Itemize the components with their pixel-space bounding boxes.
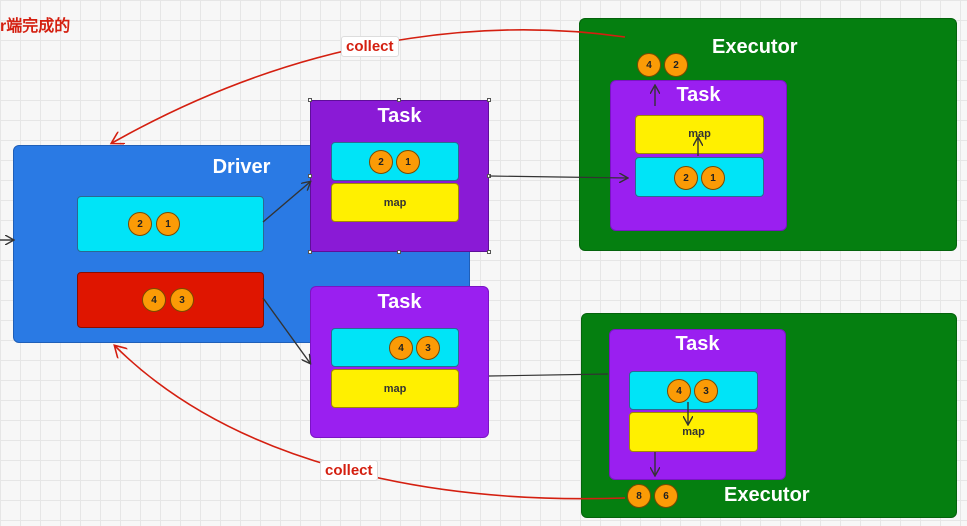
task-title: Task <box>377 291 422 313</box>
selection-handle[interactable] <box>487 98 491 102</box>
executor-task[interactable]: Task 4 3 map <box>609 329 786 480</box>
map-block[interactable]: map <box>331 369 459 408</box>
selection-handle[interactable] <box>397 98 401 102</box>
task-box-bottom[interactable]: Task 4 3 map <box>310 286 489 438</box>
executor-title: Executor <box>712 36 798 58</box>
map-label: map <box>383 383 407 395</box>
data-circle: 3 <box>694 379 718 403</box>
task-partition[interactable]: 4 3 <box>629 371 758 410</box>
map-block[interactable]: map <box>635 115 764 154</box>
data-circle: 1 <box>156 212 180 236</box>
corner-text: r端完成的 <box>0 18 71 35</box>
driver-partition-b[interactable]: 4 3 <box>77 272 264 328</box>
task-title: Task <box>675 333 720 355</box>
collect-label-bottom: collect <box>320 460 378 481</box>
map-label: map <box>682 426 705 438</box>
data-circle: 4 <box>389 336 413 360</box>
driver-to-task-top-arrow <box>262 182 310 223</box>
task-partition[interactable]: 2 1 <box>635 157 764 197</box>
data-circle: 2 <box>674 166 698 190</box>
selection-handle[interactable] <box>487 250 491 254</box>
data-circle: 2 <box>369 150 393 174</box>
task-title: Task <box>377 105 422 127</box>
data-circle: 3 <box>416 336 440 360</box>
task-partition[interactable]: 4 3 <box>331 328 459 367</box>
selection-handle[interactable] <box>397 250 401 254</box>
driver-to-task-bottom-arrow <box>262 297 310 363</box>
result-circle: 2 <box>664 53 688 77</box>
driver-title: Driver <box>212 156 271 178</box>
data-circle: 4 <box>667 379 691 403</box>
executor-box-top[interactable]: Executor 4 2 Task map 2 1 <box>579 18 957 251</box>
data-circle: 1 <box>396 150 420 174</box>
map-label: map <box>383 197 407 209</box>
task-title: Task <box>676 84 721 106</box>
map-block[interactable]: map <box>629 412 758 452</box>
driver-partition-a[interactable]: 2 1 <box>77 196 264 252</box>
data-circle: 1 <box>701 166 725 190</box>
executor-title: Executor <box>724 484 810 506</box>
selection-handle[interactable] <box>308 98 312 102</box>
data-circle: 2 <box>128 212 152 236</box>
data-circle: 3 <box>170 288 194 312</box>
task-partition[interactable]: 2 1 <box>331 142 459 181</box>
collect-label-top: collect <box>341 36 399 57</box>
task-to-executor-top-arrow <box>488 176 627 178</box>
task-to-executor-bottom-line <box>488 373 609 377</box>
result-circle: 6 <box>654 484 678 508</box>
map-block[interactable]: map <box>331 183 459 222</box>
selection-handle[interactable] <box>308 250 312 254</box>
data-circle: 4 <box>142 288 166 312</box>
executor-task[interactable]: Task map 2 1 <box>610 80 787 231</box>
result-circle: 4 <box>637 53 661 77</box>
selection-handle[interactable] <box>308 174 312 178</box>
collect-arrow-top <box>112 29 626 143</box>
result-circle: 8 <box>627 484 651 508</box>
executor-box-bottom[interactable]: Task 4 3 map 8 6 Executor <box>581 313 957 518</box>
